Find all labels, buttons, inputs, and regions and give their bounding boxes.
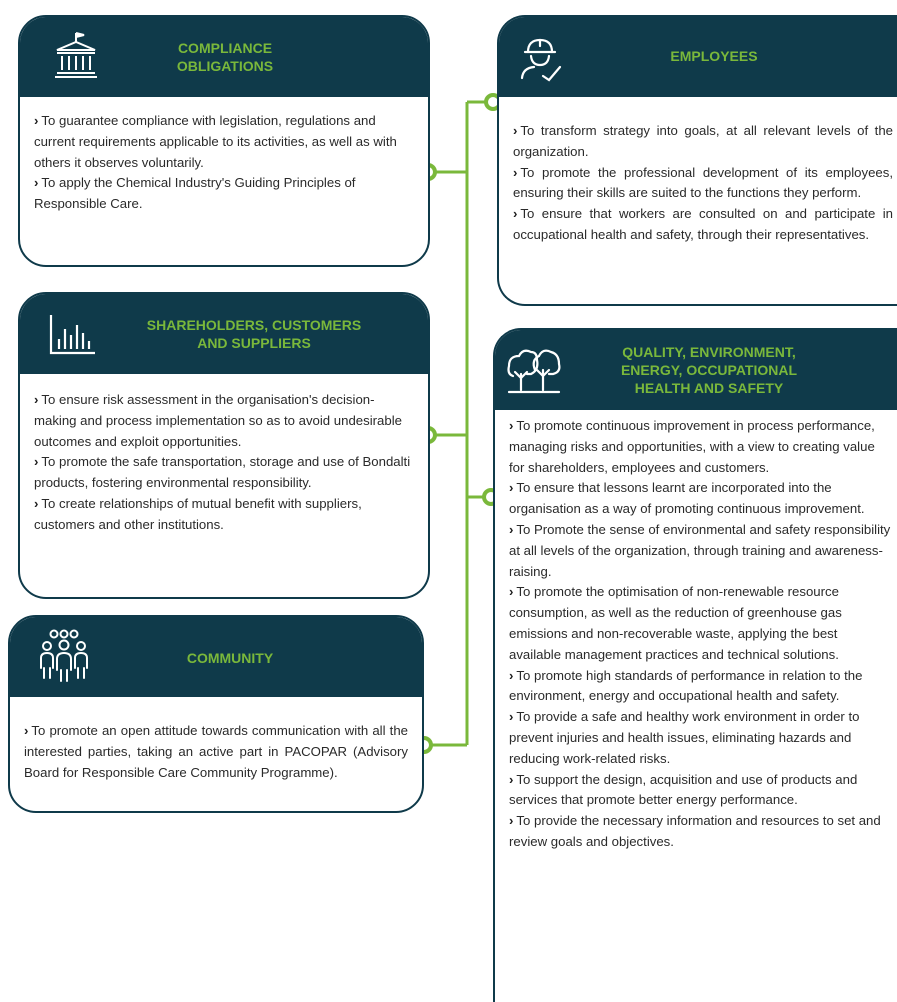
compliance-title: COMPLIANCE OBLIGATIONS [176,40,274,74]
list-item: ›To promote the optimisation of non-rene… [509,584,842,662]
quality-body: ›To promote continuous improvement in pr… [509,416,893,853]
community-title: COMMUNITY [186,650,274,666]
list-item: ›To ensure that workers are consulted on… [513,206,893,242]
list-item: ›To promote an open attitude towards com… [24,723,408,780]
community-body: ›To promote an open attitude towards com… [24,721,408,783]
list-item: ›To promote continuous improvement in pr… [509,418,875,475]
compliance-header: COMPLIANCE OBLIGATIONS [20,17,428,97]
employees-header: EMPLOYEES [499,17,897,97]
shareholders-title: SHAREHOLDERS, CUSTOMERS AND SUPPLIERS [146,317,362,351]
list-item: ›To transform strategy into goals, at al… [513,123,893,159]
list-item: ›To create relationships of mutual benef… [34,495,362,532]
quality-card: QUALITY, ENVIRONMENT, ENERGY, OCCUPATION… [493,328,897,1002]
compliance-body: ›To guarantee compliance with legislatio… [34,111,416,215]
list-item: ›To ensure risk assessment in the organi… [34,392,402,449]
list-item: ›To ensure that lessons learnt are incor… [509,480,865,517]
list-item: ›To provide a safe and healthy work envi… [509,709,860,766]
shareholders-header: SHAREHOLDERS, CUSTOMERS AND SUPPLIERS [20,294,428,374]
list-item: ›To promote high standards of performanc… [509,667,863,704]
list-item: ›To provide the necessary information an… [509,813,881,849]
institution-building-icon [48,27,104,83]
list-item: ›To apply the Chemical Industry's Guidin… [34,175,356,212]
worker-check-icon [513,29,569,85]
list-item: ›To support the design, acquisition and … [509,771,858,808]
list-item: ›To promote the safe transportation, sto… [34,454,411,491]
shareholders-body: ›To ensure risk assessment in the organi… [34,390,416,536]
community-header: COMMUNITY [10,617,422,697]
community-card: COMMUNITY ›To promote an open attitude t… [8,615,424,813]
list-item: ›To Promote the sense of environmental a… [509,521,891,579]
people-group-icon [36,627,92,683]
bar-chart-icon [44,306,100,362]
compliance-card: COMPLIANCE OBLIGATIONS ›To guarantee com… [18,15,430,267]
list-item: ›To promote the professional development… [513,164,893,201]
employees-card: EMPLOYEES ›To transform strategy into go… [497,15,897,306]
employees-body: ›To transform strategy into goals, at al… [513,121,893,246]
employees-title: EMPLOYEES [670,48,758,64]
trees-icon [507,342,563,398]
quality-title: QUALITY, ENVIRONMENT, ENERGY, OCCUPATION… [620,344,798,396]
quality-header: QUALITY, ENVIRONMENT, ENERGY, OCCUPATION… [495,330,897,410]
list-item: ›To guarantee compliance with legislatio… [34,113,397,170]
shareholders-card: SHAREHOLDERS, CUSTOMERS AND SUPPLIERS ›T… [18,292,430,599]
